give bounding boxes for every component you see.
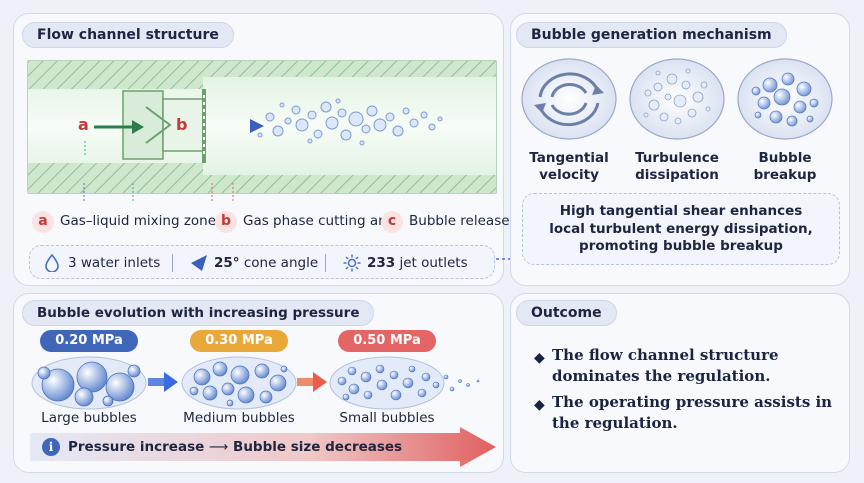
mechanism-title: Bubble generation mechanism [516,22,787,48]
outcome-point-1: The flow channel structure dominates the… [552,345,842,387]
mechanism-item-2-line2: dissipation [635,167,719,183]
outcome-point-2-line2: the regulation. [552,414,678,432]
stage-label-3: Small bubbles [339,410,435,426]
info-icon: i [42,438,60,456]
stage-arrow-2 [297,372,327,392]
cone-angle-label: cone angle [239,255,319,271]
spec-divider [325,254,326,272]
pressure-badge-3: 0.50 MPa [338,330,436,352]
pressure-badge-2: 0.30 MPa [190,330,288,352]
pressure-badge-1: 0.20 MPa [40,330,138,352]
legend-badge-b: b [215,211,237,233]
statement-line-3: promoting bubble breakup [579,238,783,254]
stage-label-2: Medium bubbles [183,410,295,426]
stage-arrow-1 [148,372,178,392]
spec-cone-angle: 25° cone angle [214,255,318,271]
spec-divider [172,254,173,272]
legend-badge-c: c [381,211,403,233]
mechanism-statement-box [522,193,840,265]
trend-after: Bubble size decreases [233,439,403,455]
mechanism-item-2-line1: Turbulence [635,150,719,166]
legend-text-c: Bubble release [409,213,510,229]
stage-label-1: Large bubbles [41,410,137,426]
diamond-bullet-icon: ◆ [534,350,545,366]
mechanism-item-1-line2: velocity [539,167,599,183]
jet-outlets-value: 233 [367,255,396,271]
jet-outlets-label: jet outlets [395,255,468,271]
large-bubbles-cluster [31,356,147,410]
point-b-label: b [176,115,188,134]
pressure-trend-text: Pressure increase ⟶ Bubble size decrease… [68,439,402,455]
specs-box [29,245,495,279]
spec-water-inlets: 3 water inlets [68,255,161,271]
outcome-point-1-line1: The flow channel structure [552,346,779,364]
bubble-breakup-icon [737,58,833,140]
cone-angle-value: 25° [214,255,240,271]
outcome-point-2-line1: The operating pressure assists in [552,393,833,411]
evolution-title: Bubble evolution with increasing pressur… [22,300,375,326]
legend-text-b: Gas phase cutting area [243,213,400,229]
flow-channel-title: Flow channel structure [22,22,234,48]
mechanism-item-1-line1: Tangential [529,150,609,166]
swirl-icon [521,58,617,140]
trend-arrow-glyph: ⟶ [208,439,229,455]
outcome-title: Outcome [516,300,617,326]
point-a-label: a [78,115,89,134]
pressure-trend-arrow [30,427,496,467]
mechanism-item-3-line2: breakup [753,167,817,183]
jet-icon [343,254,361,272]
legend-badge-a: a [32,211,54,233]
trend-before: Pressure increase [68,439,205,455]
legend-text-a: Gas–liquid mixing zone [60,213,217,229]
water-drop-icon [45,254,59,272]
outcome-point-2: The operating pressure assists in the re… [552,392,842,434]
statement-line-2: local turbulent energy dissipation, [549,220,813,237]
spec-jet-outlets: 233 jet outlets [367,255,468,271]
diamond-bullet-icon: ◆ [534,397,545,413]
statement-line-1: High tangential shear enhances [559,203,803,219]
cone-icon [191,255,207,271]
mechanism-item-3-line1: Bubble [758,150,812,166]
flow-channel-diagram [27,60,497,203]
outcome-point-1-line2: dominates the regulation. [552,367,771,385]
small-bubbles-cluster [329,356,480,410]
medium-bubbles-cluster [181,356,297,410]
turbulence-icon [629,58,725,140]
mechanism-statement: High tangential shear enhances local tur… [522,203,840,256]
